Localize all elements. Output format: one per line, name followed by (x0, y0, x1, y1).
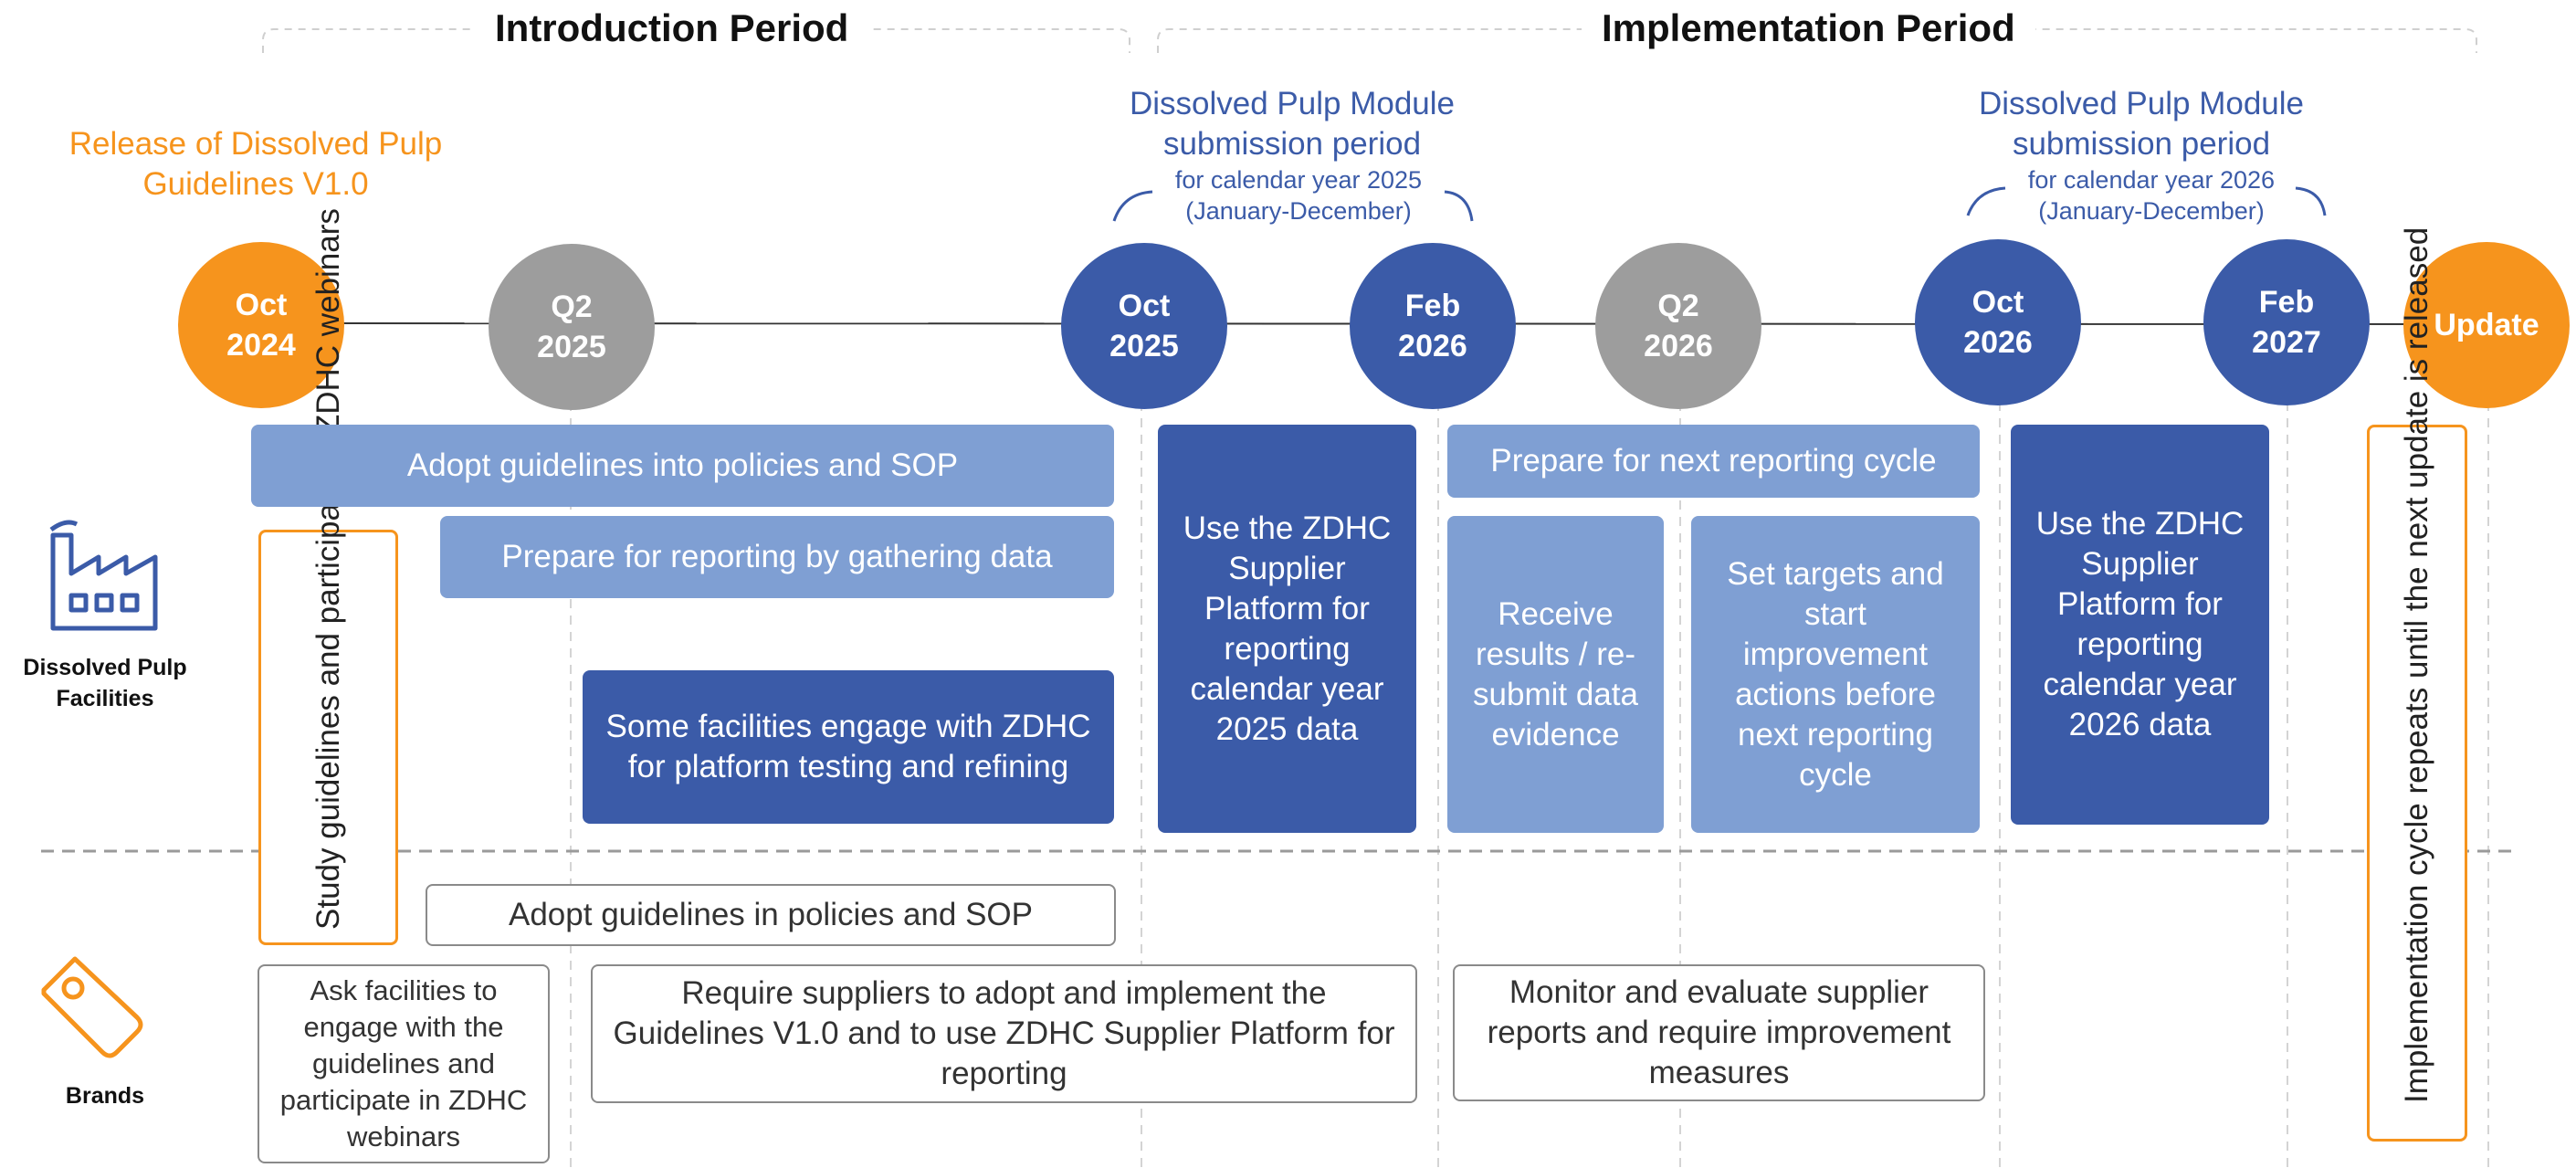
milestone-year: 2024 (226, 328, 296, 363)
brands-ask-box: Ask facilities to engage with the guidel… (258, 964, 550, 1163)
submission-2026-subtitle: for calendar year 2026 (January-December… (2027, 166, 2276, 225)
milestone-month: Feb (2258, 285, 2315, 320)
platform-testing-box: Some facilities engage with ZDHC for pla… (583, 670, 1114, 824)
milestone-month: Q2 (1657, 289, 1699, 323)
milestone-feb-2026: Feb 2026 (1350, 243, 1516, 409)
use-platform-2026-box: Use the ZDHC Supplier Platform for repor… (2011, 425, 2269, 825)
milestone-year: 2027 (2252, 325, 2321, 360)
prepare-next-cycle-box: Prepare for next reporting cycle (1447, 425, 1980, 498)
brands-monitor-box: Monitor and evaluate supplier reports an… (1453, 964, 1985, 1101)
submission-2025-subtitle: for calendar year 2025 (January-December… (1174, 166, 1423, 225)
receive-results-box: Receive results / re-submit data evidenc… (1447, 516, 1664, 833)
cycle-repeats-text: Implementation cycle repeats until the n… (2399, 226, 2434, 1103)
brands-require-box: Require suppliers to adopt and implement… (591, 964, 1417, 1103)
milestone-month: Oct (235, 288, 288, 322)
study-guidelines-text: Study guidelines and participate in ZDHC… (310, 207, 346, 930)
release-note: Release of Dissolved Pulp Guidelines V1.… (68, 126, 443, 202)
milestone-month: Feb (1404, 289, 1461, 323)
milestone-month: Oct (1118, 289, 1171, 323)
implementation-period-title: Implementation Period (1582, 0, 2035, 57)
factory-icon (49, 520, 158, 631)
cycle-repeats-box: Implementation cycle repeats until the n… (2367, 226, 2467, 1142)
milestone-oct-2026: Oct 2026 (1915, 239, 2081, 405)
milestone-year: 2025 (1109, 329, 1179, 363)
tag-icon (41, 956, 143, 1058)
milestone-month: Oct (1971, 285, 2024, 320)
milestone-year: 2026 (1644, 329, 1713, 363)
milestone-label: Update (2434, 308, 2539, 342)
study-guidelines-box: Study guidelines and participate in ZDHC… (258, 207, 398, 945)
set-targets-box: Set targets and start improvement action… (1691, 516, 1980, 833)
milestone-year: 2026 (1963, 325, 2033, 360)
prepare-reporting-box: Prepare for reporting by gathering data (440, 516, 1114, 598)
milestone-q2-2026: Q2 2026 (1595, 243, 1761, 409)
submission-2026-title: Dissolved Pulp Module submission period (1978, 86, 2304, 162)
milestone-year: 2025 (537, 330, 606, 364)
milestone-oct-2025: Oct 2025 (1061, 243, 1227, 409)
milestone-year: 2026 (1398, 329, 1467, 363)
milestone-month: Q2 (551, 289, 593, 324)
use-platform-2025-box: Use the ZDHC Supplier Platform for repor… (1158, 425, 1416, 833)
milestone-oct-2024: Oct 2024 (178, 242, 344, 408)
adopt-guidelines-box: Adopt guidelines into policies and SOP (251, 425, 1114, 507)
row-label-facilities: Dissolved Pulp Facilities (23, 655, 187, 711)
milestone-feb-2027: Feb 2027 (2203, 239, 2370, 405)
row-label-brands: Brands (65, 1083, 145, 1109)
submission-2025-title: Dissolved Pulp Module submission period (1129, 86, 1455, 162)
milestone-q2-2025: Q2 2025 (489, 244, 655, 410)
introduction-period-title: Introduction Period (475, 0, 869, 57)
milestone-update: Update (2403, 242, 2570, 408)
brands-adopt-box: Adopt guidelines in policies and SOP (426, 884, 1116, 946)
